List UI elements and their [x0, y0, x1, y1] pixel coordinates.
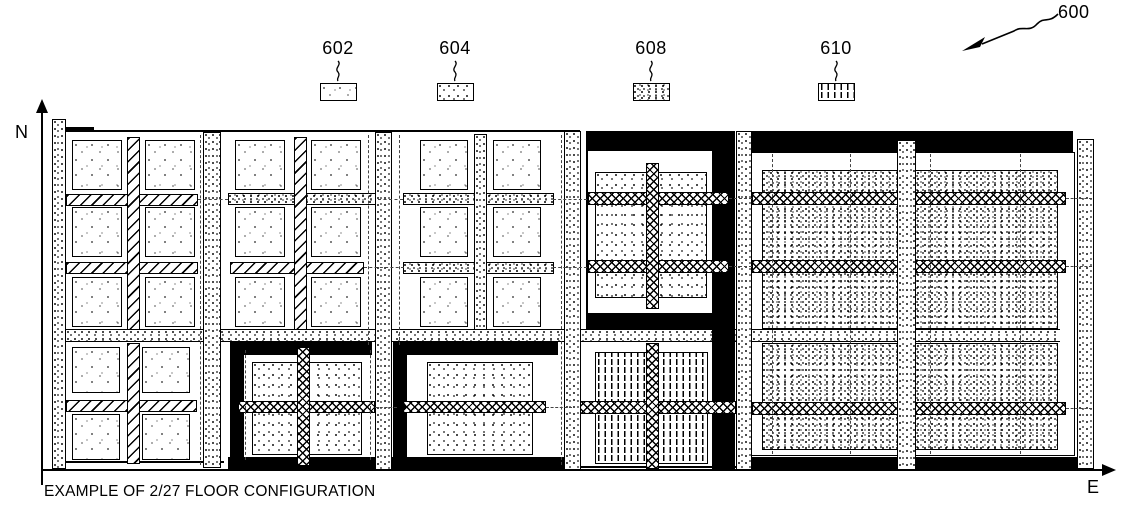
- dashed-line-v: [370, 350, 371, 460]
- dashed-line-v: [245, 350, 246, 460]
- north-axis-line: [41, 112, 43, 485]
- stipple-column: [203, 132, 221, 468]
- legend-item-610: 610: [807, 38, 865, 101]
- dashed-line-v: [561, 135, 562, 465]
- dashed-line-h: [546, 407, 572, 408]
- east-axis-label: E: [1087, 477, 1100, 497]
- section-a-top-border: [66, 130, 580, 132]
- unit-square-602: [493, 277, 541, 327]
- middle-room-left-edge: [586, 133, 588, 323]
- bar-end-dot: [397, 402, 406, 411]
- unit-square-602: [235, 277, 285, 327]
- unit-square-602: [72, 140, 122, 190]
- dashed-line-v: [850, 154, 851, 454]
- unit-square-602: [145, 207, 195, 257]
- dashed-line-v: [772, 154, 773, 454]
- figure-reference-number: 600: [1058, 2, 1090, 22]
- legend-ref-604: 604: [439, 38, 471, 58]
- dashed-line-v: [399, 135, 400, 345]
- north-axis-arrow-icon: [35, 99, 48, 113]
- crosshatch-bar-v: [646, 343, 659, 469]
- dashed-line-h: [364, 267, 404, 268]
- legend-item-602: 602: [309, 38, 367, 101]
- stipple-column: [897, 140, 916, 471]
- stipple-column: [564, 131, 581, 471]
- pattern-swatch-608: [632, 83, 670, 101]
- squiggle-connector: [649, 60, 653, 82]
- unit-square-602: [420, 277, 468, 327]
- unit-square-602: [72, 207, 122, 257]
- dashed-line-h: [729, 198, 752, 199]
- arrowhead: [962, 37, 985, 51]
- unit-square-602: [493, 140, 541, 190]
- dashed-line-h: [1066, 266, 1092, 267]
- middle-wall-top: [586, 131, 733, 151]
- unit-square-602: [72, 414, 120, 460]
- dashed-line-h: [553, 199, 587, 200]
- dashed-line-h: [198, 199, 228, 200]
- dashed-line-v: [368, 135, 369, 345]
- stipple-column: [375, 132, 392, 471]
- unit-square-602: [142, 414, 190, 460]
- unit-square-602: [311, 207, 361, 257]
- north-axis-label: N: [15, 122, 28, 142]
- dashed-line-h: [1066, 408, 1092, 409]
- middle-wall-right: [712, 131, 735, 471]
- legend-ref-610: 610: [820, 38, 852, 58]
- stipple-column: [736, 131, 752, 471]
- dashed-line-v: [200, 135, 201, 465]
- unit-square-602: [72, 277, 122, 327]
- stipple-column: [1077, 139, 1094, 469]
- pattern-swatch-604: [436, 83, 474, 101]
- hatch-bar-v: [127, 137, 140, 330]
- hatch-bar-v: [294, 137, 307, 330]
- unit-square-602: [493, 207, 541, 257]
- unit-square-602: [72, 347, 120, 393]
- stipple-column: [52, 119, 66, 469]
- legend-ref-602: 602: [322, 38, 354, 58]
- figure-leader-arrow: [962, 13, 1059, 51]
- crosshatch-bar-v: [646, 163, 659, 309]
- stipple-column: [474, 134, 487, 330]
- dashed-line-v: [1020, 154, 1021, 454]
- unit-square-602: [145, 277, 195, 327]
- unit-square-602: [235, 207, 285, 257]
- dashed-line-v: [930, 154, 931, 454]
- bottom-left-baseline: [66, 461, 224, 463]
- east-axis-arrow-icon: [1102, 463, 1116, 476]
- legend-item-604: 604: [426, 38, 484, 101]
- unit-square-602: [311, 277, 361, 327]
- unit-square-602: [420, 140, 468, 190]
- unit-square-602: [311, 140, 361, 190]
- unit-square-602: [420, 207, 468, 257]
- hatch-bar-v: [127, 343, 140, 464]
- dashed-line-h: [729, 266, 752, 267]
- squiggle-connector: [834, 60, 838, 82]
- legend-item-608: 608: [622, 38, 680, 101]
- dashed-line-h: [553, 267, 587, 268]
- pattern-swatch-602: [319, 83, 357, 101]
- legend-ref-608: 608: [635, 38, 667, 58]
- middle-wall-bottom: [586, 313, 714, 329]
- unit-square-602: [142, 347, 190, 393]
- room1-wall-left: [230, 341, 244, 471]
- dashed-line-h: [375, 407, 397, 408]
- dashed-line-h: [378, 199, 403, 200]
- crosshatch-bar-h: [402, 401, 546, 413]
- rooms-wall-bottom: [228, 457, 578, 471]
- squiggle-connector: [336, 60, 340, 82]
- east-axis-line: [42, 469, 1104, 471]
- unit-square-602: [235, 140, 285, 190]
- figure-caption: EXAMPLE OF 2/27 FLOOR CONFIGURATION: [44, 483, 376, 500]
- room2-wall-top: [393, 341, 558, 355]
- dashed-line-h: [1066, 198, 1092, 199]
- squiggle-connector: [453, 60, 457, 82]
- unit-square-602: [145, 140, 195, 190]
- crosshatch-bar-v: [297, 347, 310, 466]
- stipple-band: [66, 329, 1060, 342]
- section-a-top-corner: [66, 127, 94, 132]
- pattern-swatch-610: [817, 83, 855, 101]
